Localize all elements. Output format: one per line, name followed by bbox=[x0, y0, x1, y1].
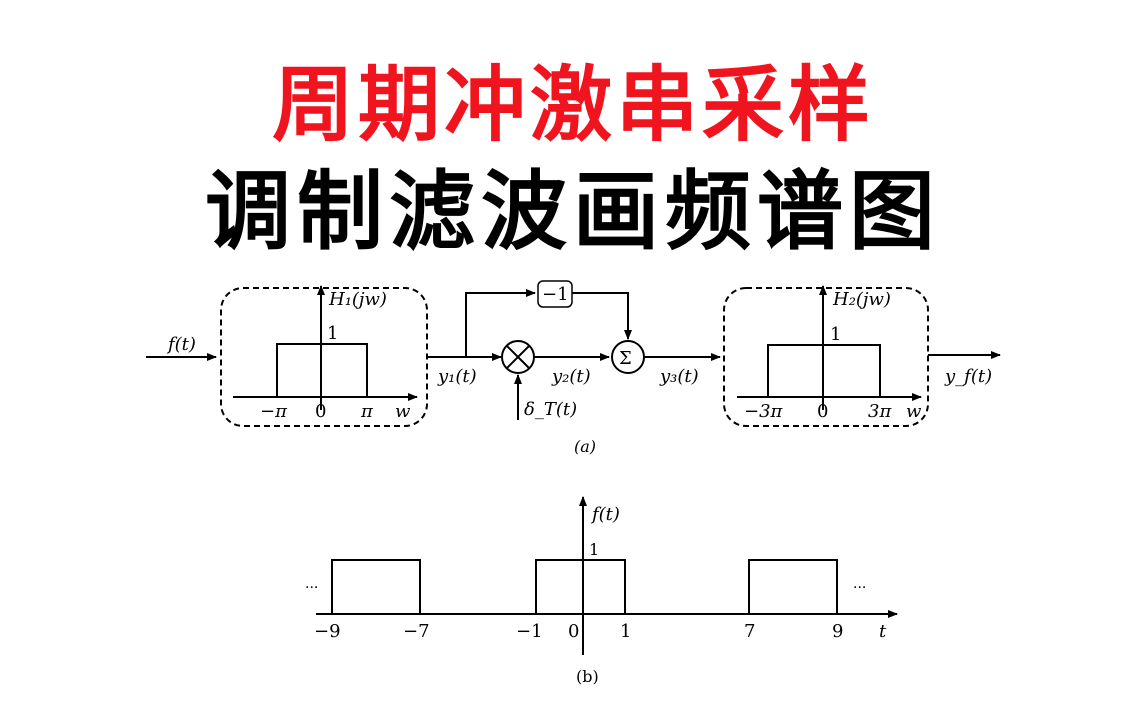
tick-neg1: −1 bbox=[516, 621, 543, 642]
tick-7: 7 bbox=[744, 621, 755, 642]
title-line-1: 周期冲激串采样 bbox=[271, 58, 874, 153]
filter2-tick-zero: 0 bbox=[817, 401, 828, 422]
fb-height: 1 bbox=[589, 540, 599, 559]
y1-label: y₁(t) bbox=[437, 366, 477, 387]
pulse-1 bbox=[331, 559, 421, 614]
caption-b: (b) bbox=[576, 667, 599, 686]
summer-icon: Σ bbox=[611, 340, 645, 374]
gain-label: −1 bbox=[542, 284, 569, 305]
figure-a: f(t) H₁(jw) 1 −π 0 π w y₁(t) −1 bbox=[146, 280, 1001, 456]
fb-xlabel: t bbox=[879, 621, 887, 642]
filter2-ylabel: H₂(jw) bbox=[832, 289, 891, 310]
filter2-tick-pos: 3π bbox=[868, 401, 892, 422]
figure-b: f(t) 1 ··· ··· −9 −7 −1 0 1 7 9 t (b) bbox=[305, 496, 898, 686]
filter1-tick-pos: π bbox=[360, 401, 374, 422]
multiplier-icon bbox=[501, 340, 535, 374]
pulse-3 bbox=[748, 559, 838, 614]
pulse-2 bbox=[535, 559, 626, 614]
filter-1: H₁(jw) 1 −π 0 π w bbox=[220, 285, 428, 427]
output-label: y_f(t) bbox=[944, 366, 992, 387]
y3-label: y₃(t) bbox=[659, 366, 699, 387]
filter1-tick-neg: −π bbox=[260, 401, 288, 422]
caption-a: (a) bbox=[574, 437, 596, 456]
y2-label: y₂(t) bbox=[551, 366, 591, 387]
tick-neg7: −7 bbox=[403, 621, 430, 642]
tick-1: 1 bbox=[620, 621, 631, 642]
tick-zero: 0 bbox=[568, 621, 579, 642]
filter2-xlabel: w bbox=[906, 401, 922, 422]
filter2-height: 1 bbox=[830, 324, 841, 345]
delta-label: δ_T(t) bbox=[524, 399, 577, 420]
title-line-2: 调制滤波画频谱图 bbox=[205, 162, 941, 262]
tick-9: 9 bbox=[832, 621, 843, 642]
svg-text:Σ: Σ bbox=[619, 348, 632, 369]
filter1-tick-zero: 0 bbox=[315, 401, 326, 422]
ellipsis-left: ··· bbox=[305, 580, 318, 596]
tick-neg9: −9 bbox=[314, 621, 341, 642]
filter2-tick-neg: −3π bbox=[744, 401, 784, 422]
filter1-ylabel: H₁(jw) bbox=[328, 289, 387, 310]
ellipsis-right: ··· bbox=[853, 580, 866, 596]
filter1-height: 1 bbox=[327, 323, 338, 344]
filter1-xlabel: w bbox=[395, 401, 411, 422]
input-label: f(t) bbox=[166, 334, 196, 355]
fb-ylabel: f(t) bbox=[590, 504, 620, 525]
filter-2: H₂(jw) 1 −3π 0 3π w bbox=[723, 285, 929, 427]
